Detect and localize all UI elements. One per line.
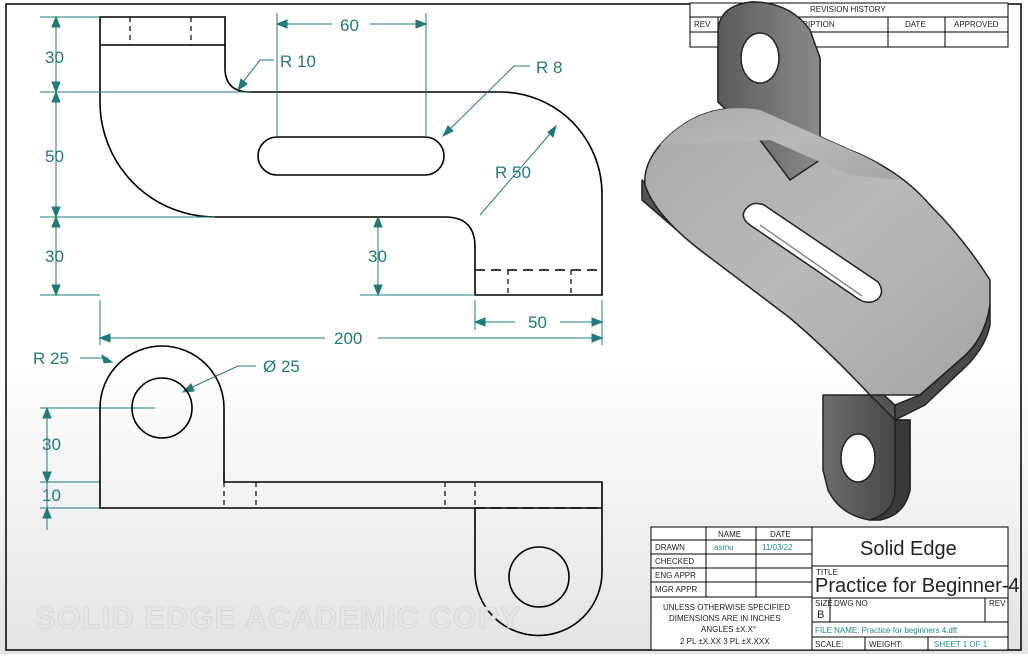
tb-col-date: DATE [770,530,791,539]
revision-col-date: DATE [905,20,926,29]
dim-60: 60 [340,16,359,35]
dimension-lines [40,13,604,530]
top-view [99,16,603,296]
dim-50-left: 50 [45,147,64,166]
dim-dia25: Ø 25 [263,357,300,376]
dim-r25: R 25 [33,349,69,368]
dim-30-mid: 30 [368,247,387,266]
dim-200: 200 [334,329,362,348]
tb-title-label: TITLE [816,568,838,577]
tb-row-drawn-name: asmu [714,543,734,552]
front-view-hidden [223,482,476,508]
dim-30-lower: 30 [42,435,61,454]
tb-col-name: NAME [718,530,741,539]
tb-row-drawn-label: DRAWN [655,543,685,552]
tb-scale: SCALE: [815,640,843,649]
tb-weight: WEIGHT: [869,640,902,649]
dimension-texts: 30 60 R 10 R 8 50 R 50 30 30 50 200 R 25… [33,16,562,505]
tb-file-name: FILE NAME: Practice for beginners 4.dft [815,626,958,635]
tb-row-eng-appr-label: ENG APPR [655,571,696,580]
dim-30-top: 30 [45,48,64,67]
revision-col-approved: APPROVED [954,20,999,29]
sheet-border [5,3,1022,651]
tb-company: Solid Edge [860,538,957,560]
dim-30-bottom-left: 30 [45,247,64,266]
title-block [650,526,1009,651]
revision-col-description: DESCRIPTION [780,20,835,29]
tb-row-mgr-appr-label: MGR APPR [655,585,697,594]
tb-title: Practice for Beginner-4 [815,575,1020,597]
dim-10: 10 [42,486,61,505]
dim-r50: R 50 [495,163,531,182]
isometric-tab-overlay [660,1,900,182]
top-view-hidden [129,17,572,295]
tb-note-3: ANGLES ±X.X° [701,625,756,634]
dim-r8: R 8 [536,58,562,77]
tb-row-drawn-date: 11/03/22 [762,543,793,552]
tb-dwg-no-label: DWG NO [834,599,868,608]
tb-rev-label: REV [989,599,1006,608]
revision-history-title: REVISION HISTORY [810,5,886,14]
dim-50-bottom: 50 [528,313,547,332]
tb-note-1: UNLESS OTHERWISE SPECIFIED [663,603,790,612]
front-view [99,345,603,637]
tb-note-4: 2 PL ±X.XX 3 PL ±X.XXX [680,637,770,646]
dim-r10: R 10 [280,52,316,71]
tb-sheet: SHEET 1 OF 1 [934,640,988,649]
revision-col-rev: REV [694,20,711,29]
tb-note-2: DIMENSIONS ARE IN INCHES [669,614,781,623]
tb-size-value: B [817,609,824,621]
watermark: SOLID EDGE ACADEMIC COPY [35,600,521,635]
tb-row-checked-label: CHECKED [655,557,694,566]
tb-size-label: SIZE [815,599,833,608]
